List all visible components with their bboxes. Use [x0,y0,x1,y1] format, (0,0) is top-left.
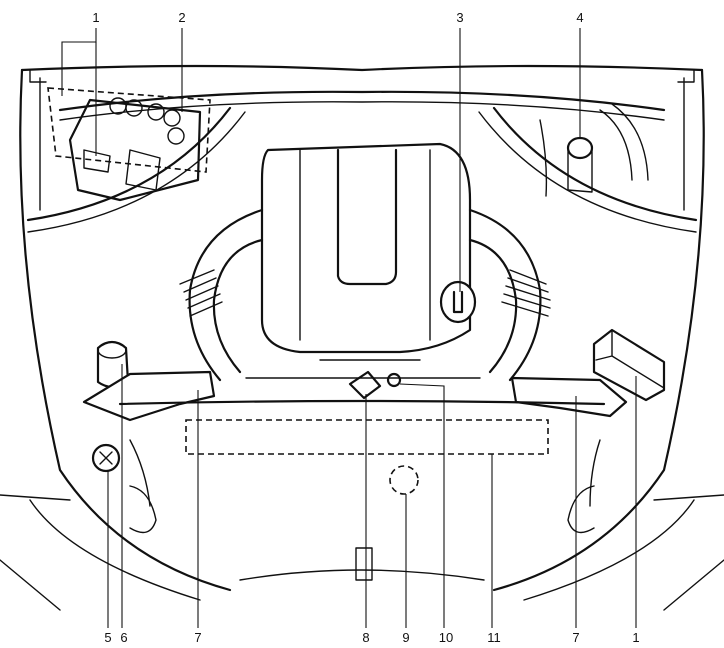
strut-tower-left [82,370,216,507]
callout-7-right: 7 [572,630,579,645]
power-steering-reservoir [91,443,121,473]
callout-11: 11 [487,630,501,645]
callout-3: 3 [456,10,463,25]
callout-8: 8 [362,630,369,645]
front-crossmember [129,485,595,581]
radiator-panel [118,399,606,495]
callout-2: 2 [178,10,185,25]
callout-1-right: 1 [632,630,639,645]
leader-lines [61,28,637,628]
callout-5: 5 [104,630,111,645]
callout-4: 4 [576,10,583,25]
engine-cover [260,142,472,354]
battery-right [592,328,666,402]
radiator-cap-and-coolant [245,359,481,400]
hood-outline [0,64,724,611]
oil-filler-cap [439,280,477,324]
fuse-relay-box [47,87,211,202]
strut-tower-right [510,376,628,507]
intake-ducts [179,208,551,382]
callout-6: 6 [120,630,127,645]
callout-1-top: 1 [92,10,99,25]
callout-9: 9 [402,630,409,645]
washer-reservoir [539,103,649,197]
callout-7-left: 7 [194,630,201,645]
callout-10: 10 [439,630,453,645]
